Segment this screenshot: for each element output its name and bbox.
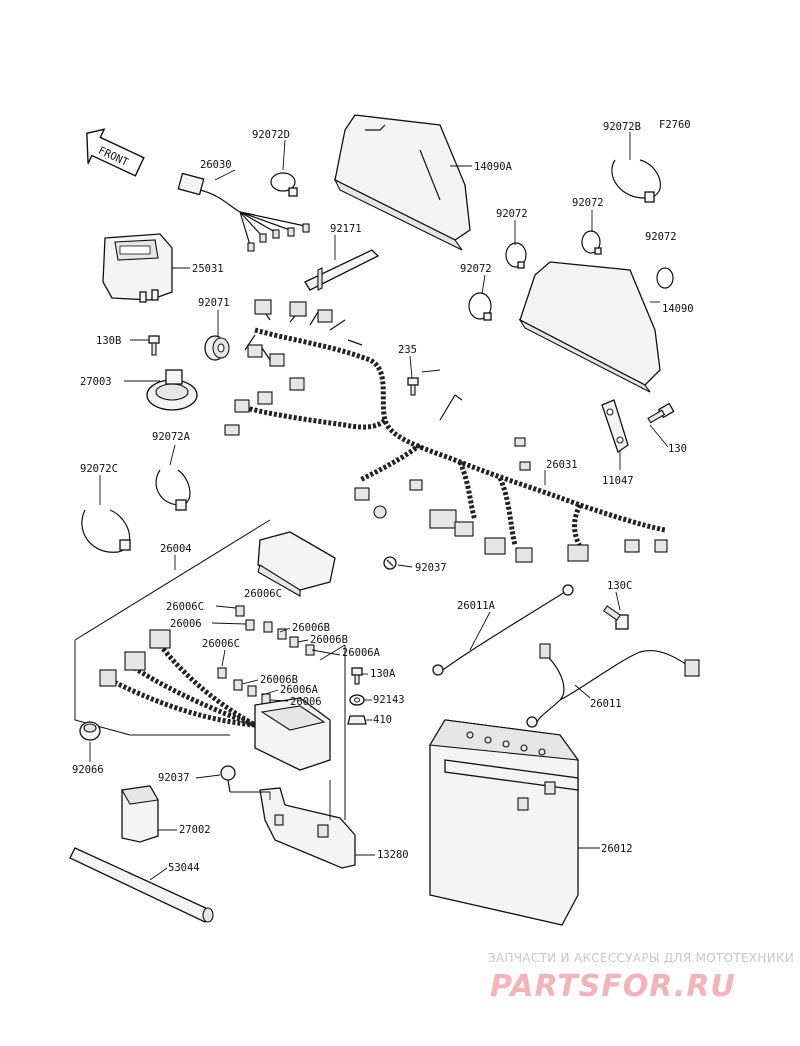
label-26006c-a: 26006C xyxy=(166,601,204,613)
battery-26012 xyxy=(429,719,580,926)
cover-14090a xyxy=(333,114,471,251)
label-26006a-a: 26006A xyxy=(342,647,381,659)
main-harness-26031 xyxy=(224,299,668,563)
clamp-92072-small-b xyxy=(581,230,602,255)
clamp-92072-small-a xyxy=(505,242,527,269)
label-26006a-b: 26006A xyxy=(280,684,319,696)
bracket-11047 xyxy=(601,399,629,454)
fuse-box-assembly-frame-26004 xyxy=(74,519,346,820)
fuse-box-cover xyxy=(257,531,336,597)
label-27002: 27002 xyxy=(179,824,211,836)
band-clamp-92072c xyxy=(81,509,131,553)
clip-92037-lower xyxy=(220,765,236,793)
label-25031: 25031 xyxy=(192,263,224,275)
label-26006b-a: 26006B xyxy=(292,622,330,634)
label-92072-d: 92072 xyxy=(460,263,492,275)
cover-14090 xyxy=(518,261,661,393)
label-92037-a: 92037 xyxy=(415,562,447,574)
label-235: 235 xyxy=(398,344,417,356)
clamp-92072-small-c xyxy=(468,292,492,321)
label-26004: 26004 xyxy=(160,543,192,555)
nut-410 xyxy=(347,715,367,725)
figure-code: F2760 xyxy=(659,119,691,131)
label-26006c-c: 26006C xyxy=(202,638,240,650)
label-26006-b: 26006 xyxy=(290,696,322,708)
label-14090: 14090 xyxy=(662,303,694,315)
front-direction-arrow: FRONT xyxy=(86,128,145,177)
label-26030: 26030 xyxy=(200,159,232,171)
label-92143: 92143 xyxy=(373,694,405,706)
band-clamp-92072b xyxy=(611,159,661,203)
tube-53044 xyxy=(69,847,214,923)
grommet-92071 xyxy=(204,335,230,361)
watermark: ЗАПЧАСТИ И АКСЕССУАРЫ ДЛЯ МОТОТЕХНИКИ PA… xyxy=(488,951,794,1004)
relay-27002 xyxy=(121,785,159,843)
watermark-brand: PARTSFOR.RU xyxy=(490,969,736,1004)
label-92072c: 92072C xyxy=(80,463,118,475)
label-26031: 26031 xyxy=(546,459,578,471)
bolt-130 xyxy=(647,402,675,424)
label-53044: 53044 xyxy=(168,862,200,874)
part-labels: 92072D 26030 14090A 92072B 92072 92072 9… xyxy=(72,121,694,874)
label-130a: 130A xyxy=(370,668,396,680)
label-26006b-b: 26006B xyxy=(310,634,348,646)
label-92072-b: 92072 xyxy=(572,197,604,209)
label-13280: 13280 xyxy=(377,849,409,861)
horn-27003 xyxy=(146,369,198,411)
label-11047: 11047 xyxy=(602,475,634,487)
label-130: 130 xyxy=(668,443,687,455)
fuses-26006-group xyxy=(217,605,315,705)
battery-cable-26011 xyxy=(526,643,700,728)
sub-harness-26030 xyxy=(177,172,310,252)
cap-92066 xyxy=(79,721,101,741)
label-92072-a: 92072 xyxy=(496,208,528,220)
band-clamp-92072a xyxy=(155,469,191,511)
screw-235 xyxy=(407,377,419,396)
battery-cable-26011a xyxy=(432,584,574,676)
label-92072d: 92072D xyxy=(252,129,290,141)
band-clamp-92072d xyxy=(270,172,298,197)
bolt-130b xyxy=(148,335,160,356)
label-92072-c: 92072 xyxy=(645,231,677,243)
hour-meter-25031 xyxy=(102,233,173,303)
label-92171: 92171 xyxy=(330,223,362,235)
label-26011a: 26011A xyxy=(457,600,496,612)
clamp-92072-small-d xyxy=(656,267,674,289)
label-410: 410 xyxy=(373,714,392,726)
nut-92143 xyxy=(349,694,365,706)
bracket-13280 xyxy=(259,787,356,869)
label-26006-a: 26006 xyxy=(170,618,202,630)
leader-lines xyxy=(89,132,669,881)
label-92072a: 92072A xyxy=(152,431,191,443)
label-26006b-c: 26006B xyxy=(260,674,298,686)
bolt-130c xyxy=(602,605,629,630)
label-26006c-b: 26006C xyxy=(244,588,282,600)
clip-92037-upper xyxy=(383,556,397,570)
watermark-tagline: ЗАПЧАСТИ И АКСЕССУАРЫ ДЛЯ МОТОТЕХНИКИ xyxy=(488,951,794,965)
label-26011: 26011 xyxy=(590,698,622,710)
label-26012: 26012 xyxy=(601,843,633,855)
fuse-box-body xyxy=(99,629,331,771)
label-14090a: 14090A xyxy=(474,161,513,173)
label-92066: 92066 xyxy=(72,764,104,776)
label-92071: 92071 xyxy=(198,297,230,309)
label-130b: 130B xyxy=(96,335,121,347)
label-130c: 130C xyxy=(607,580,632,592)
label-27003: 27003 xyxy=(80,376,112,388)
bracket-92171 xyxy=(304,249,380,291)
bolt-130a xyxy=(351,667,363,685)
label-92037-b: 92037 xyxy=(158,772,190,784)
label-92072b: 92072B xyxy=(603,121,641,133)
